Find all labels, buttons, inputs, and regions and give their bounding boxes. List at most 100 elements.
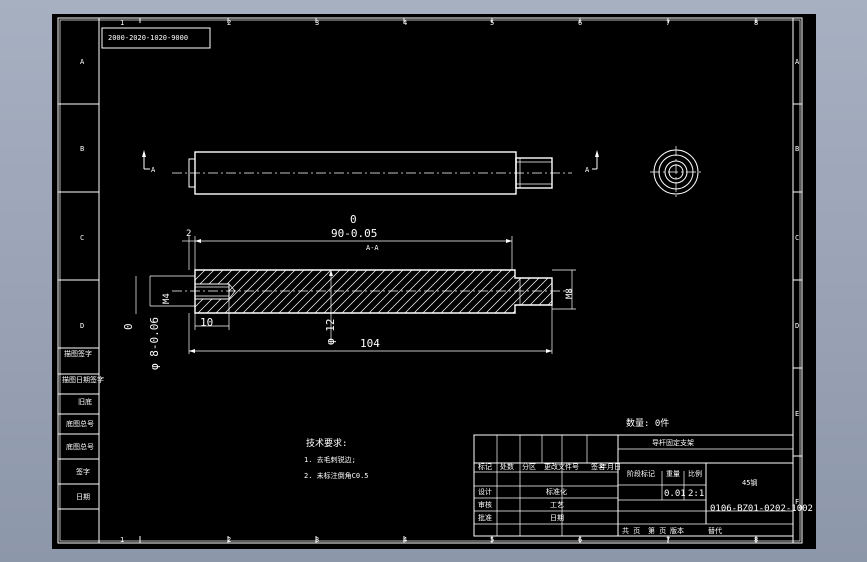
col-label-bottom: 2 — [227, 536, 231, 544]
quantity-label: 数量: 0件 — [626, 417, 669, 429]
svg-text:工艺: 工艺 — [550, 501, 564, 509]
hatch-line — [484, 270, 531, 313]
cad-viewport[interactable]: 1 2 3 4 5 6 7 8 1 2 3 4 5 6 7 8 A B C D … — [52, 14, 816, 549]
svg-text:1. 去毛刺锐边;: 1. 去毛刺锐边; — [304, 455, 356, 464]
svg-text:日期: 日期 — [550, 514, 564, 522]
scale-value: 2:1 — [688, 489, 704, 499]
hatch-line — [340, 270, 387, 313]
hatch-line — [376, 270, 423, 313]
row-label-left: C — [80, 234, 84, 242]
hatch-line — [403, 270, 450, 313]
hatch-line — [439, 270, 486, 313]
doc-code: 0106-BZ01-0202-1002 — [710, 504, 813, 514]
hatch-line — [602, 269, 647, 314]
hatch-line — [322, 270, 369, 313]
hatch-line — [475, 270, 522, 313]
hatch-line — [394, 270, 441, 313]
svg-text:分区: 分区 — [522, 462, 536, 471]
svg-text:年月日: 年月日 — [600, 462, 621, 471]
section-arrow-right: A — [585, 150, 599, 174]
material: 45钢 — [742, 478, 757, 487]
hatch-line — [511, 270, 552, 313]
left-cell: 底图总号 — [66, 419, 94, 428]
col-label-top: 3 — [315, 19, 319, 27]
col-label-top: 8 — [754, 19, 758, 27]
row-label-left: B — [80, 145, 84, 153]
svg-text:2. 未标注倒角C0.5: 2. 未标注倒角C0.5 — [304, 471, 369, 480]
col-label-bottom: 6 — [578, 536, 582, 544]
hatch-line — [466, 270, 513, 313]
hatch-line — [493, 270, 540, 313]
row-label-left: A — [80, 58, 85, 66]
col-label-bottom: 5 — [490, 536, 494, 544]
svg-text:标记: 标记 — [478, 462, 492, 471]
weight-value: 0.01 — [664, 489, 686, 499]
hatch-line — [277, 270, 324, 313]
hatch-line — [195, 270, 207, 313]
svg-text:技术要求:: 技术要求: — [306, 437, 347, 449]
dim-m4: M4 — [162, 293, 172, 304]
svg-text:标准化: 标准化 — [546, 487, 567, 496]
hatch-line — [259, 270, 306, 313]
hatch-line — [358, 270, 405, 313]
hatch-line — [304, 270, 351, 313]
dim-tol-upper: 0 — [350, 213, 357, 226]
hatch-line — [349, 270, 396, 313]
dim-dia8-upper: 0 — [122, 323, 135, 330]
outer-frame — [57, 17, 803, 544]
section-arrow-left: A — [142, 150, 156, 174]
hatch-line — [268, 270, 315, 313]
hatch-line — [557, 269, 602, 314]
left-cell: 底图总号 — [66, 442, 94, 451]
row-label-right: B — [795, 145, 799, 153]
drawing-code-box: 2000-2020-1020-9000 — [101, 27, 211, 49]
col-label-top: 5 — [490, 19, 494, 27]
left-cell: 描图签字 — [64, 349, 92, 358]
hatch-line — [331, 270, 378, 313]
col-label-bottom: 3 — [315, 536, 319, 544]
svg-text:比例: 比例 — [688, 469, 702, 478]
svg-text:阶段标记: 阶段标记 — [627, 469, 655, 478]
technical-requirements: 技术要求: 1. 去毛刺锐边; 2. 未标注倒角C0.5 — [304, 437, 369, 480]
section-label: A-A — [366, 244, 379, 252]
col-label-bottom: 4 — [403, 536, 407, 544]
col-label-bottom: 1 — [120, 536, 124, 544]
dim-dia12: φ 12 — [324, 319, 337, 346]
svg-text:审核: 审核 — [478, 500, 492, 509]
dimensions: 0 90-0.05 2 M4 M8 10 φ 12 104 0 φ — [122, 213, 576, 370]
left-cell: 签字 — [76, 467, 90, 476]
svg-text:重量: 重量 — [666, 470, 680, 478]
hatch-line — [575, 269, 620, 314]
hatch-line — [241, 270, 288, 313]
svg-text:版本: 版本 — [670, 526, 684, 535]
hatch-line — [421, 270, 468, 313]
left-sign-table: 描图签字 描图日期签字 旧底 底图总号 底图总号 签字 日期 — [58, 349, 104, 510]
dim-depth-10: 10 — [200, 316, 213, 329]
col-label-top: 4 — [403, 19, 407, 27]
drawing-code: 2000-2020-1020-9000 — [108, 34, 188, 42]
hatch-line — [223, 270, 270, 313]
row-label-right: E — [795, 410, 799, 418]
row-label-left: D — [80, 322, 84, 330]
hatch-line — [367, 270, 414, 313]
row-label-right: F — [795, 498, 799, 506]
svg-text:第 页: 第 页 — [648, 526, 666, 535]
hatch-line — [584, 269, 629, 314]
svg-text:A: A — [585, 166, 590, 174]
row-label-right: D — [795, 322, 799, 330]
col-label-bottom: 8 — [754, 536, 758, 544]
hatch-line — [295, 270, 342, 313]
part-name: 导杆固定支架 — [652, 438, 694, 447]
svg-text:设计: 设计 — [478, 487, 492, 496]
hatch-line — [457, 270, 504, 313]
hatch-line — [448, 270, 495, 313]
drawing-sheet: 1 2 3 4 5 6 7 8 1 2 3 4 5 6 7 8 A B C D … — [57, 17, 813, 544]
shaft-section-view — [172, 269, 647, 314]
col-label-top: 7 — [666, 19, 670, 27]
shaft-end-view — [650, 146, 702, 198]
hatch-line — [502, 270, 549, 313]
row-label-right: A — [795, 58, 800, 66]
svg-text:签名: 签名 — [591, 462, 605, 471]
hatch-line — [250, 270, 297, 313]
left-cell: 旧底 — [78, 397, 92, 406]
